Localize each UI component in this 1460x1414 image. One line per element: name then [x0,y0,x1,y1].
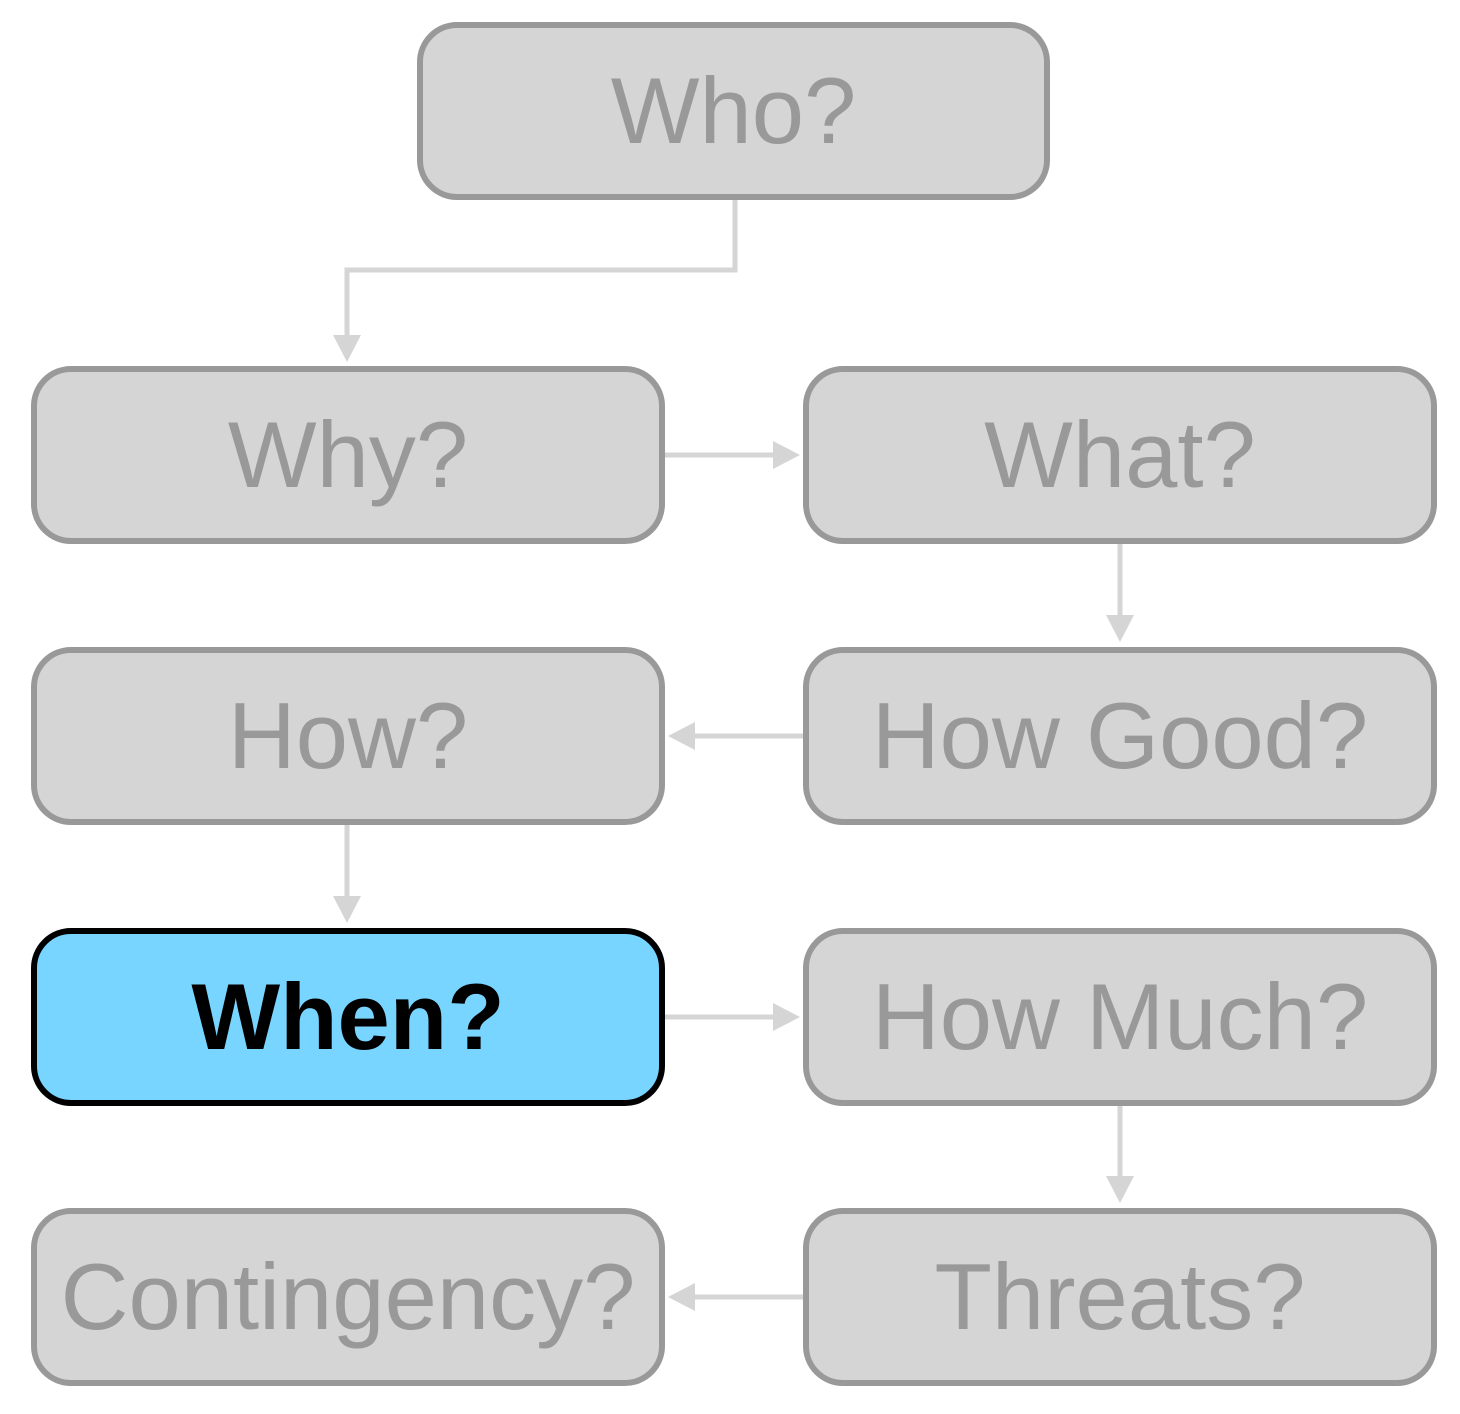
arrowhead-when [333,896,361,923]
node-threats-label: Threats? [934,1244,1306,1349]
node-who: Who? [417,22,1050,200]
node-what-label: What? [984,402,1256,507]
node-why-label: Why? [227,402,469,507]
node-how-much-label: How Much? [871,964,1369,1069]
node-how-good: How Good? [803,647,1437,825]
arrowhead-threats [1106,1176,1134,1203]
connector-who-why [344,200,738,340]
node-what: What? [803,366,1437,544]
node-why: Why? [31,366,665,544]
node-how: How? [31,647,665,825]
node-who-label: Who? [610,58,857,163]
arrowhead-how [668,722,695,750]
arrowhead-what [773,441,800,469]
node-contingency: Contingency? [31,1208,665,1386]
arrowhead-how-good [1106,615,1134,642]
arrowhead-why [333,335,361,362]
arrowhead-contingency [668,1283,695,1311]
node-how-label: How? [227,683,469,788]
node-contingency-label: Contingency? [60,1244,636,1349]
node-how-much: How Much? [803,928,1437,1106]
node-when-highlighted: When? [31,928,665,1106]
arrowhead-how-much [773,1003,800,1031]
node-threats: Threats? [803,1208,1437,1386]
node-how-good-label: How Good? [871,683,1369,788]
node-when-label: When? [191,964,505,1069]
